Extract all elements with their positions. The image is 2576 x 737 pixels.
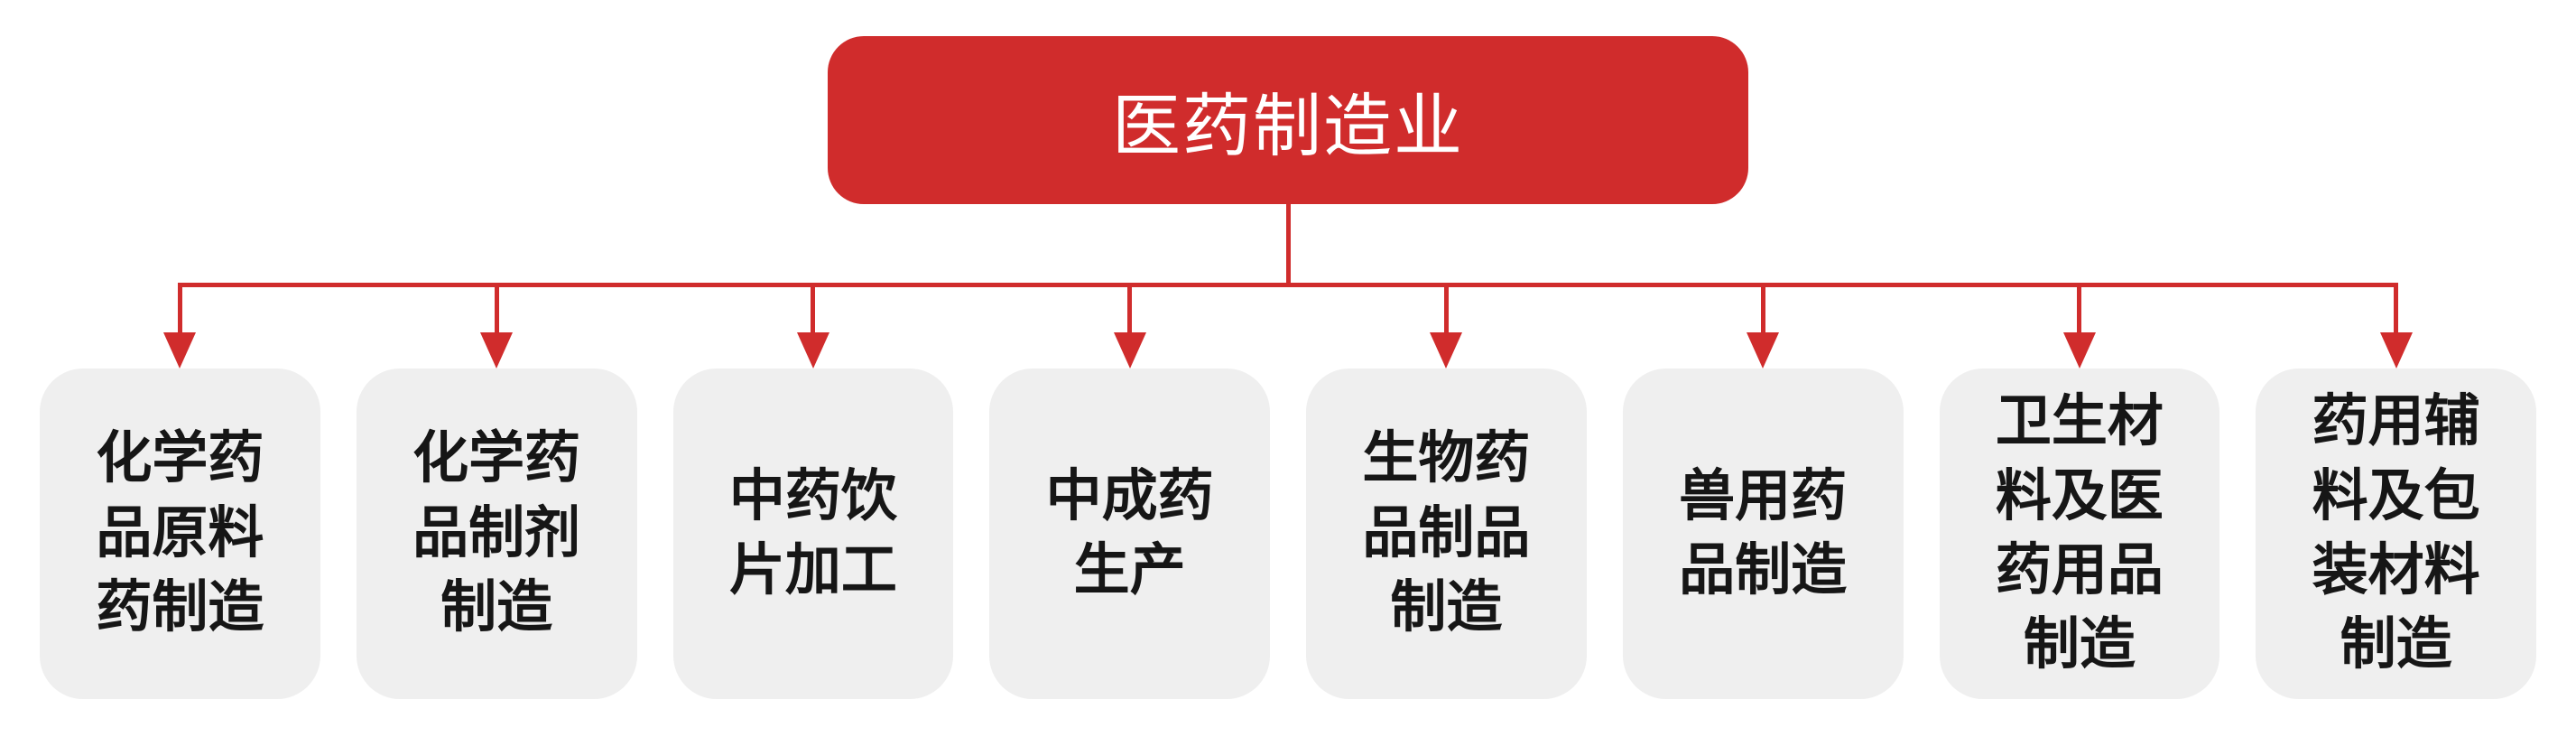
child-node-label: 中药饮片加工	[728, 464, 897, 602]
child-node-2: 化学药品制剂制造	[356, 368, 637, 699]
child-node-label: 化学药品制剂制造	[412, 427, 581, 639]
connector-drop-4	[1127, 283, 1133, 334]
connector-drop-8	[2394, 283, 2399, 334]
child-node-label: 生物药品制品制造	[1362, 427, 1531, 639]
connector-stem	[1285, 204, 1291, 287]
arrowhead-icon-3	[796, 332, 829, 368]
child-node-label: 中成药生产	[1045, 464, 1214, 602]
root-node: 医药制造业	[828, 36, 1748, 204]
child-node-label: 兽用药品制造	[1679, 464, 1848, 602]
arrowhead-icon-1	[163, 332, 197, 368]
connector-drop-5	[1443, 283, 1449, 334]
child-node-1: 化学药品原料药制造	[40, 368, 320, 699]
connector-drop-3	[811, 283, 816, 334]
child-node-7: 卫生材料及医药用品制造	[1939, 368, 2220, 699]
child-node-8: 药用辅料及包装材料制造	[2256, 368, 2536, 699]
arrowhead-icon-2	[480, 332, 514, 368]
arrowhead-icon-7	[2062, 332, 2096, 368]
child-node-label: 药用辅料及包装材料制造	[2312, 390, 2480, 676]
arrowhead-icon-6	[1747, 332, 1780, 368]
child-node-label: 化学药品原料药制造	[96, 427, 264, 639]
root-node-label: 医药制造业	[1112, 89, 1464, 165]
child-node-6: 兽用药品制造	[1622, 368, 1904, 699]
children-row: 化学药品原料药制造 化学药品制剂制造 中药饮片加工 中成药生产 生物药品制品制造…	[0, 368, 2576, 699]
arrowhead-icon-4	[1113, 332, 1146, 368]
child-node-4: 中成药生产	[989, 368, 1270, 699]
connector-drop-2	[494, 283, 499, 334]
child-node-5: 生物药品制品制造	[1306, 368, 1587, 699]
connector-rail	[177, 283, 2399, 287]
connector-drop-1	[177, 283, 182, 334]
arrowhead-icon-8	[2379, 332, 2413, 368]
child-node-3: 中药饮片加工	[672, 368, 954, 699]
connector-drop-6	[1760, 283, 1765, 334]
connector-drop-7	[2077, 283, 2082, 334]
arrowhead-icon-5	[1430, 332, 1463, 368]
child-node-label: 卫生材料及医药用品制造	[1995, 390, 2164, 676]
